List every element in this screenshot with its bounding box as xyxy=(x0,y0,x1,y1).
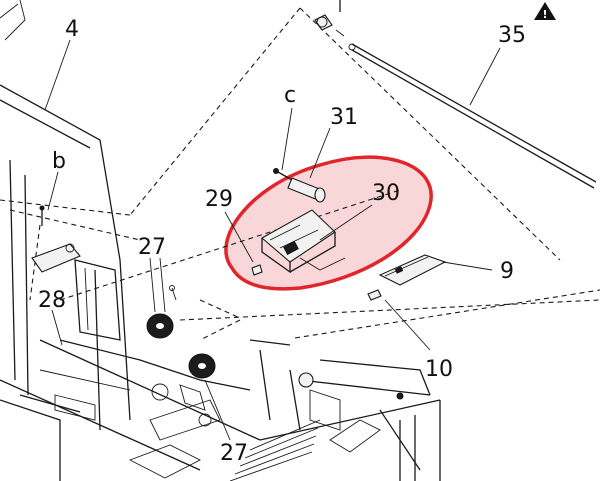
warning-triangle-icon: ! xyxy=(534,2,556,21)
leader-lines xyxy=(44,39,501,441)
part-31-roller xyxy=(273,168,326,203)
label-35: 35 xyxy=(498,23,526,48)
label-28: 28 xyxy=(38,288,66,313)
small-parts xyxy=(31,205,404,400)
label-30: 30 xyxy=(372,181,400,206)
label-31: 31 xyxy=(330,105,358,130)
warning-symbol: ! xyxy=(542,8,547,21)
label-c: c xyxy=(284,83,296,108)
callout-labels: 4 b 27 28 27 29 c 31 30 35 9 10 xyxy=(38,17,526,466)
highlight-region xyxy=(224,155,433,291)
label-9: 9 xyxy=(500,259,514,284)
highlight-ellipse xyxy=(224,155,433,291)
part-27-rollers xyxy=(146,313,216,427)
part-30-assembly xyxy=(261,209,346,274)
label-29: 29 xyxy=(205,187,233,212)
label-27-lower: 27 xyxy=(220,441,248,466)
label-b: b xyxy=(52,149,66,174)
label-10: 10 xyxy=(425,357,453,382)
label-4: 4 xyxy=(65,17,79,42)
label-27-upper: 27 xyxy=(138,235,166,260)
